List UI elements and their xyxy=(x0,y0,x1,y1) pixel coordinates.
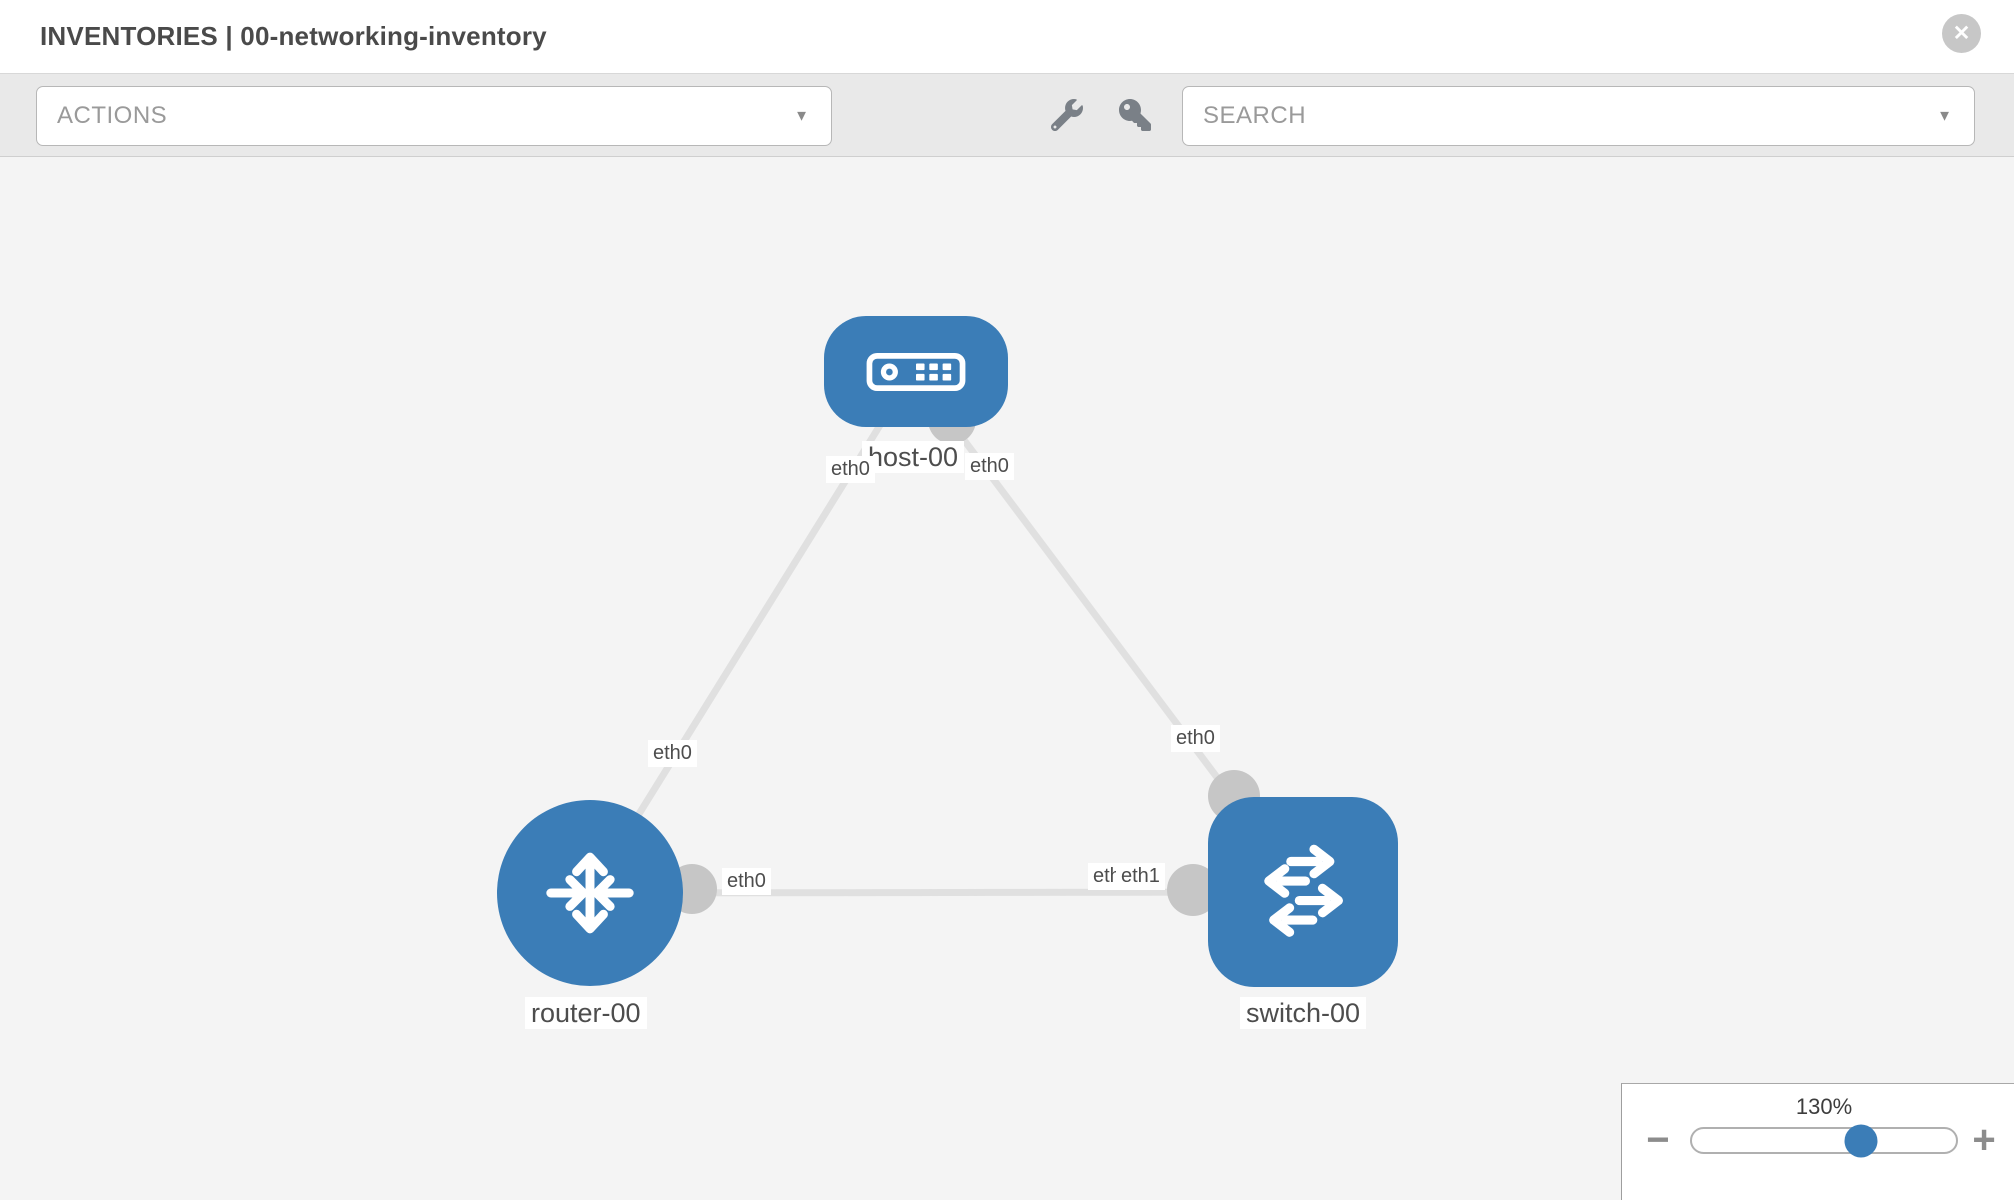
node-switch-00[interactable] xyxy=(1208,797,1398,987)
key-button[interactable] xyxy=(1119,99,1151,131)
interface-endpoint[interactable] xyxy=(1167,864,1219,916)
interface-label: eth0 xyxy=(722,868,771,895)
node-label-host: host-00 xyxy=(862,441,965,473)
key-icon xyxy=(1119,99,1151,131)
switch-arrows-icon xyxy=(1264,844,1343,937)
zoom-level-value: 130% xyxy=(1795,1094,1853,1119)
wrench-icon xyxy=(1050,99,1083,132)
zoom-control-panel: 130% − + xyxy=(1621,1083,2014,1200)
page-title: INVENTORIES | 00-networking-inventory xyxy=(40,21,547,51)
actions-dropdown[interactable]: ACTIONS ▼ xyxy=(36,86,832,146)
interface-label: eth0 xyxy=(1171,725,1220,752)
node-host-00[interactable] xyxy=(824,316,1008,427)
zoom-in-button[interactable]: + xyxy=(1972,1118,1996,1162)
interface-label: eth1 xyxy=(1116,863,1165,890)
interface-label: eth0 xyxy=(648,740,697,767)
router-arrows-icon xyxy=(546,852,634,934)
chevron-down-icon: ▼ xyxy=(1937,107,1952,125)
interface-label: eth0 xyxy=(965,453,1014,480)
chevron-down-icon: ▼ xyxy=(794,107,809,125)
zoom-slider-thumb[interactable] xyxy=(1844,1124,1878,1157)
node-label-router: router-00 xyxy=(525,997,647,1029)
server-icon xyxy=(866,352,966,391)
search-dropdown[interactable]: SEARCH ▼ xyxy=(1182,86,1975,146)
node-label-switch: switch-00 xyxy=(1240,997,1367,1029)
toolbar: ACTIONS ▼ SEARCH ▼ xyxy=(0,73,2014,157)
actions-dropdown-label: ACTIONS xyxy=(57,102,168,129)
header: INVENTORIES | 00-networking-inventory ✕ xyxy=(0,0,2014,73)
close-icon: ✕ xyxy=(1952,22,1971,45)
interface-label: eth0 xyxy=(826,456,875,483)
close-button[interactable]: ✕ xyxy=(1942,14,1981,53)
wrench-button[interactable] xyxy=(1050,99,1083,132)
node-router-00[interactable] xyxy=(497,800,683,986)
topology-links-layer xyxy=(587,369,1306,916)
zoom-out-button[interactable]: − xyxy=(1646,1118,1670,1162)
zoom-slider-track[interactable] xyxy=(1690,1124,1958,1157)
topology-canvas[interactable]: host-00 router-00 switch-00 eth0 eth0 et… xyxy=(0,157,2014,1200)
search-dropdown-label: SEARCH xyxy=(1203,102,1307,129)
